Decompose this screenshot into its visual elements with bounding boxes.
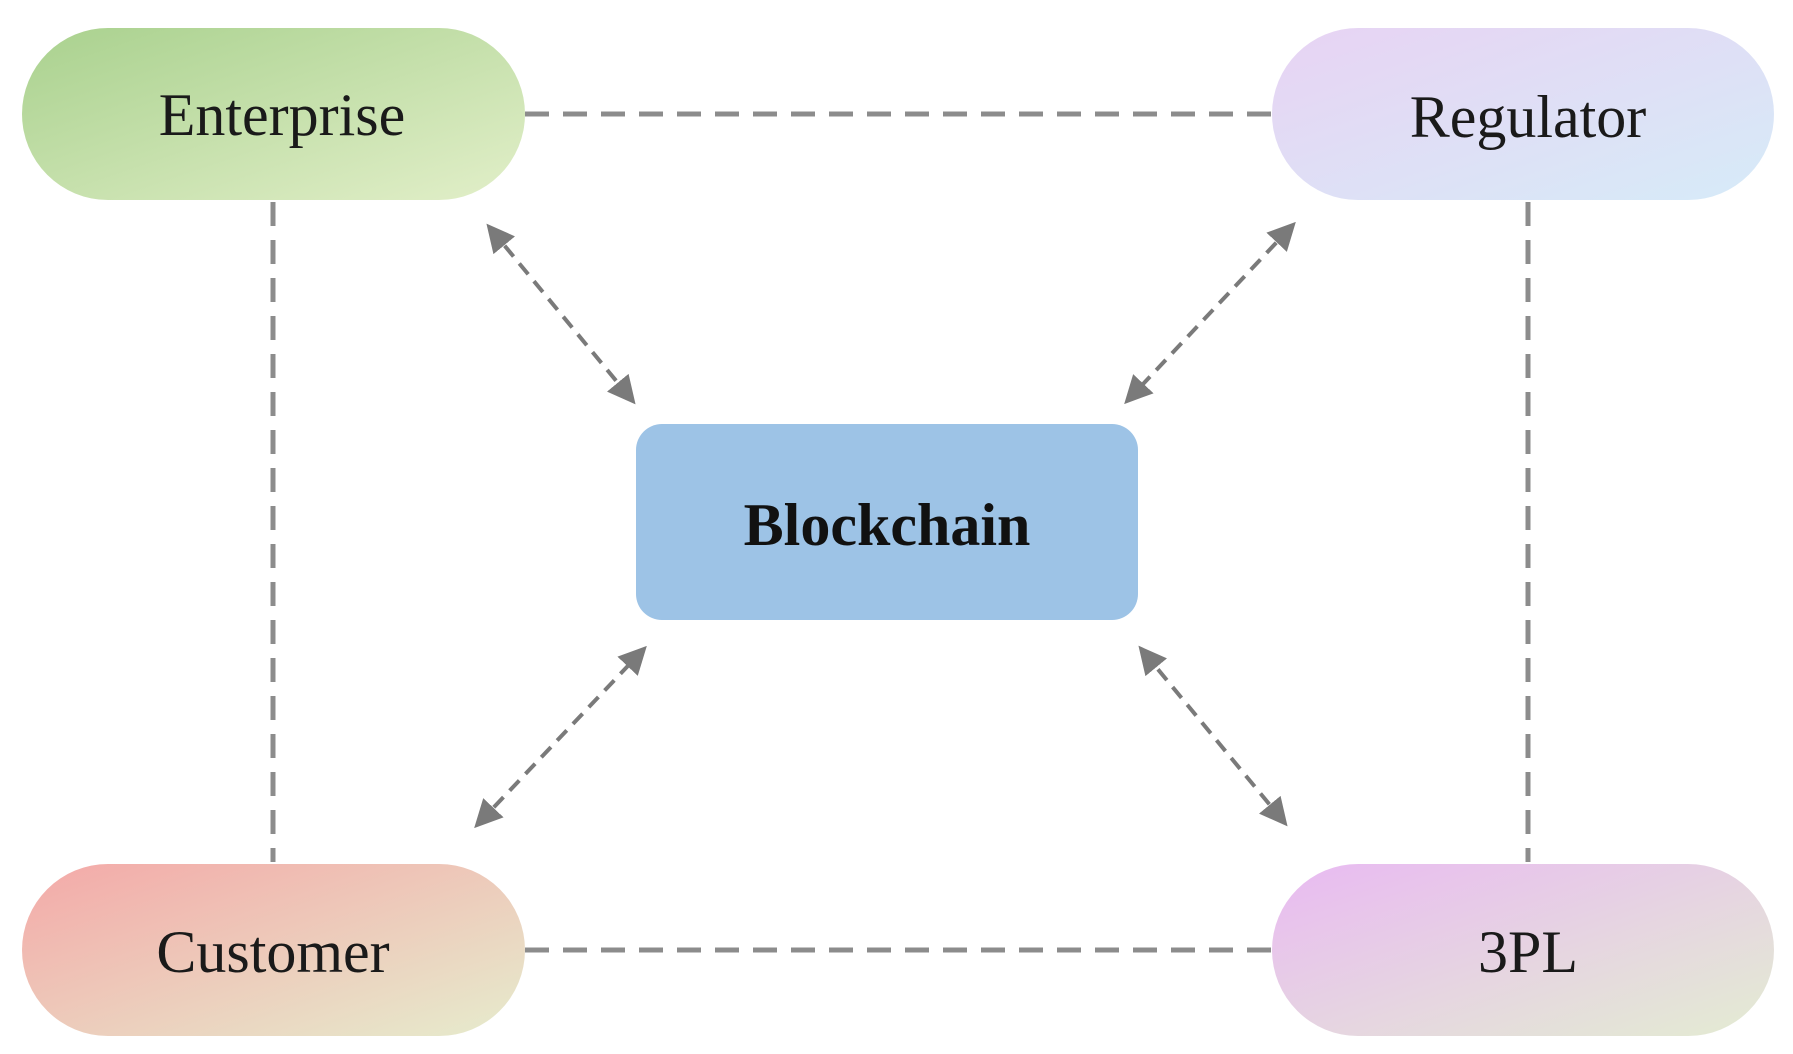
blockchain-label: Blockchain (744, 492, 1031, 558)
enterprise-node: Enterprise (22, 28, 525, 200)
customer-node: Customer (22, 864, 525, 1036)
arrow-customer-blockchain (474, 645, 647, 829)
regulator-label: Regulator (1410, 84, 1647, 150)
regulator-node: Regulator (1272, 28, 1774, 200)
enterprise-label: Enterprise (159, 82, 406, 148)
3pl-node: 3PL (1272, 864, 1774, 1036)
arrow-enterprise-blockchain (486, 223, 636, 405)
customer-label: Customer (156, 919, 389, 985)
3pl-label: 3PL (1478, 919, 1578, 985)
blockchain-node: Blockchain (636, 424, 1138, 620)
arrow-3pl-blockchain (1138, 645, 1288, 827)
arrow-regulator-blockchain (1124, 221, 1296, 405)
